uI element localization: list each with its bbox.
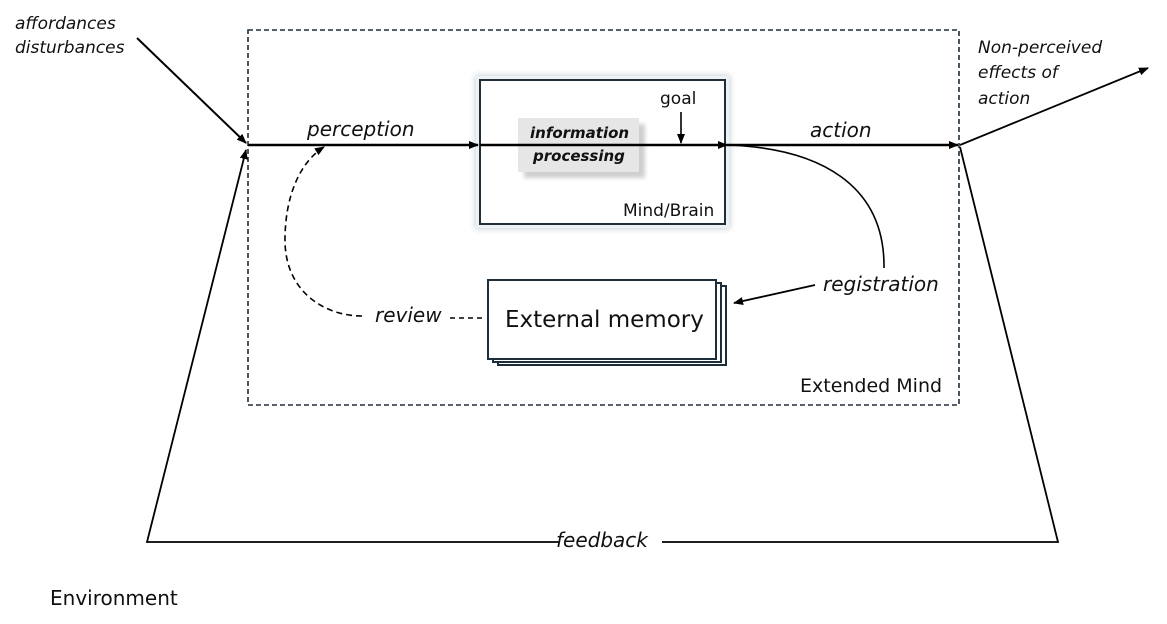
action-label: action (810, 118, 872, 142)
environment-label: Environment (50, 586, 178, 610)
registration-label: registration (823, 272, 939, 296)
non-perceived-arrow (959, 67, 1149, 146)
affordances-label: affordances (15, 14, 116, 34)
mind-brain-label: Mind/Brain (623, 201, 715, 221)
review-dash-curve (284, 146, 363, 317)
extended-mind-label: Extended Mind (800, 375, 943, 397)
non-perceived-label-1: Non-perceived (978, 38, 1103, 58)
goal-label: goal (660, 89, 697, 109)
non-perceived-label-2: effects of (978, 63, 1058, 83)
external-memory-label: External memory (505, 307, 704, 333)
extended-mind-box (247, 29, 960, 406)
feedback-label: feedback (556, 528, 648, 552)
affordances-arrow (136, 37, 247, 144)
non-perceived-label-3: action (978, 89, 1031, 109)
review-label: review (375, 303, 442, 327)
information-label: information (530, 124, 630, 142)
feedback-loop-left (145, 149, 560, 543)
registration-arrow (733, 284, 816, 305)
processing-label: processing (533, 147, 625, 165)
registration-curve (726, 144, 885, 269)
feedback-loop-right (662, 146, 1060, 543)
disturbances-label: disturbances (15, 38, 125, 58)
perception-label: perception (307, 117, 415, 141)
external-memory-box (487, 279, 717, 360)
